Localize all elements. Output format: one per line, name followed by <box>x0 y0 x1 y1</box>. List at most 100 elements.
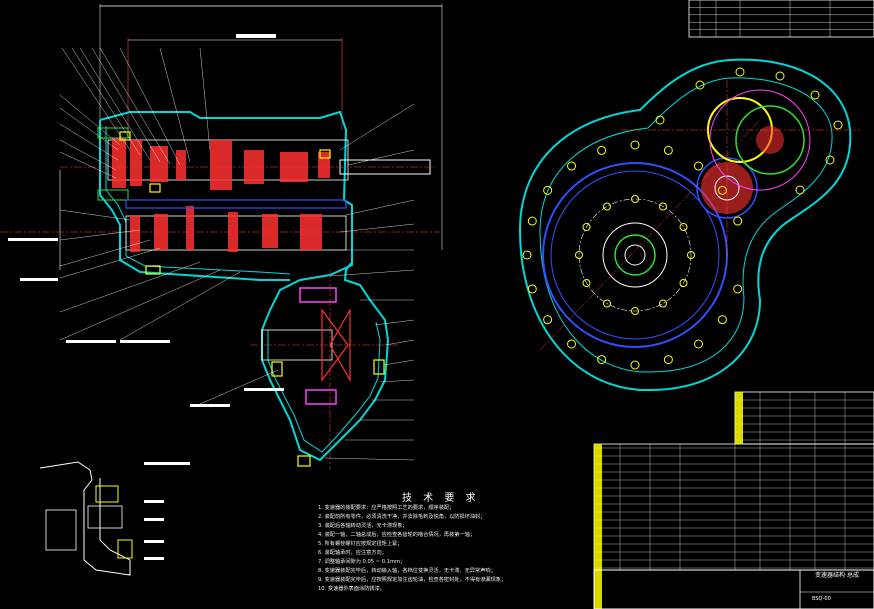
technical-requirement-item: 9. 变速器装配完毕后，应按照规定加注齿轮油，检查各密封处，不得有渗漏现象； <box>318 577 507 583</box>
flange-bolt-icon <box>659 299 667 308</box>
technical-requirement-item: 3. 装配后各轴转动灵活，无卡滞现象； <box>318 523 408 529</box>
side-centerline-diag <box>539 119 761 351</box>
bolt-hole-icon <box>775 71 785 81</box>
ring-gear-inner <box>550 170 720 340</box>
bearing-y7 <box>297 455 311 467</box>
bolt-hole-icon <box>810 90 820 100</box>
housing-side-inner <box>539 77 833 373</box>
final-drive-inner-wall <box>267 321 381 453</box>
housing-side-outline <box>518 58 852 392</box>
bearing-green-left-bottom <box>97 189 129 201</box>
coupling-magenta-top <box>299 287 337 303</box>
hub-bore <box>624 244 646 266</box>
detail-bolt <box>87 505 123 529</box>
bevel-gear-right <box>329 307 351 383</box>
bolt-hole-icon <box>567 339 577 349</box>
gear-input-5 <box>210 140 232 190</box>
technical-requirement-item: 2. 装配前所有零件，必须清洗干净，并去除毛刺及锐角，以防损坏油封； <box>318 514 486 520</box>
title-block <box>593 569 874 609</box>
gear-input-7 <box>280 152 308 182</box>
bolt-hole-icon <box>795 185 805 195</box>
parts-list-yellow-column <box>594 444 602 609</box>
parts-list-yellow-column-2 <box>735 392 743 444</box>
idler-gear-green <box>735 105 805 175</box>
flange-bolt-icon <box>631 307 639 315</box>
bolt-hole-icon <box>543 185 553 195</box>
bearing-y2 <box>149 183 161 193</box>
bolt-hole-icon <box>630 360 640 370</box>
flange-bolt-icon <box>575 251 583 259</box>
bolt-hole-icon <box>597 145 607 155</box>
gear-counter-6 <box>300 214 322 250</box>
hub-outer <box>602 222 668 288</box>
countershaft-gears <box>130 206 322 252</box>
bearing-y3 <box>319 149 331 159</box>
detail-outline <box>39 461 131 576</box>
bolt-hole-icon <box>567 161 577 171</box>
bolt-hole-icon <box>693 339 703 349</box>
ring-gear-outer <box>542 162 728 348</box>
technical-requirement-item: 7. 调整轴承间隙为 0.05 ~ 0.1mm； <box>318 559 406 565</box>
bolt-hole-icon <box>630 140 640 150</box>
technical-requirement-item: 1. 变速器的装配要求：应严格按照工艺的要求，顺序装配； <box>318 505 455 511</box>
gear-counter-4 <box>228 212 238 252</box>
technical-requirement-item: 8. 变速器装配完毕后，转动输入轴，各档位变换灵活，无卡滞、无异常声响； <box>318 568 496 574</box>
technical-requirements-list: 1. 变速器的装配要求：应严格按照工艺的要求，顺序装配； 2. 装配前所有零件，必… <box>318 504 594 594</box>
differential-shaft <box>261 329 333 361</box>
flange-bolt-icon <box>603 299 611 308</box>
flange-bolt-icon <box>679 279 688 287</box>
bolt-hole-icon <box>655 115 665 125</box>
flange-bolt-icon <box>687 251 695 259</box>
gear-input-2 <box>130 140 142 186</box>
parts-list-table <box>593 391 874 609</box>
technical-requirement-item: 4. 装配一轴、二轴总成后，应检查各齿轮的啮合情况，再装第一轴； <box>318 532 476 538</box>
shift-rail-blue <box>125 199 347 209</box>
title-block-drawing-name: 变速器结构 总成 <box>815 572 859 579</box>
bolt-circle <box>578 198 692 312</box>
gear-counter-5 <box>262 214 278 248</box>
bolt-hole-icon <box>543 315 553 325</box>
gear-input-4 <box>176 150 186 180</box>
leader-lines-right <box>324 103 415 461</box>
revision-table <box>688 0 874 38</box>
gear-input-6 <box>244 150 264 184</box>
flange-bolt-icon <box>582 223 591 231</box>
bolt-hole-icon <box>693 161 703 171</box>
flange-bolt-icon <box>603 202 611 211</box>
detail-part-yellow-2 <box>117 539 133 559</box>
bearing-green-left-top <box>97 127 129 139</box>
technical-requirement-item: 10. 变速器外表面涂防锈漆。 <box>318 586 385 592</box>
gear-input-3 <box>150 146 168 182</box>
hub-green <box>614 234 656 276</box>
bolt-hole-icon <box>695 80 705 90</box>
bolt-hole-icon <box>717 185 727 195</box>
gearbox-section-view <box>0 4 443 470</box>
bolt-hole-icon <box>527 216 537 226</box>
detail-label-bars <box>144 462 190 560</box>
bolt-hole-icon <box>663 355 673 365</box>
bolt-hole-icon <box>522 250 532 260</box>
bolt-hole-icon <box>733 284 743 294</box>
coupling-magenta-bottom <box>305 389 337 405</box>
detail-view <box>39 461 190 576</box>
bolt-hole-icon <box>735 67 745 77</box>
bolt-hole-icon <box>833 120 843 130</box>
flange-bolt-icon <box>582 279 591 287</box>
bearing-y4 <box>145 265 161 275</box>
title-block-drawing-code: BSQ-00 <box>812 596 831 602</box>
detail-part-yellow <box>95 485 119 503</box>
bolt-hole-icon <box>663 145 673 155</box>
gear-envelope-magenta <box>709 89 811 191</box>
bearing-y5 <box>271 361 283 377</box>
detail-block <box>45 509 77 551</box>
flange-bolt-icon <box>659 202 667 211</box>
technical-requirement-item: 6. 装配轴承时，应注意方向； <box>318 550 387 556</box>
bolt-hole-icon <box>733 216 743 226</box>
bolt-hole-icon <box>717 315 727 325</box>
gear-counter-3 <box>186 206 194 250</box>
bearing-y6 <box>373 359 385 375</box>
input-shaft-gears <box>112 138 330 190</box>
bearings-yellow <box>119 131 385 467</box>
flange-bolt-icon <box>631 195 639 203</box>
part-label-bars <box>8 34 284 407</box>
